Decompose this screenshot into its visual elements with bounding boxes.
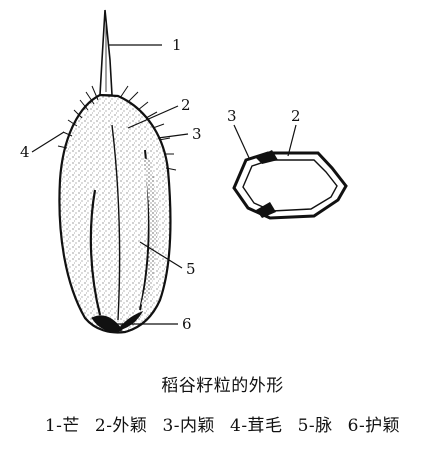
hairs (57, 85, 177, 171)
legend-item: 5-脉 (297, 416, 333, 436)
figure-legend: 1-芒 2-外颖 3-内颖 4-茸毛 5-脉 6-护颖 (0, 416, 445, 436)
label-2-grain: 2 (181, 96, 191, 114)
vein-mid (111, 124, 121, 321)
label-3-grain: 3 (192, 125, 202, 143)
figure-caption: 稻谷籽粒的外形 (161, 376, 284, 396)
legend-item: 3-内颖 (162, 416, 215, 436)
label-2-section: 2 (291, 107, 301, 125)
husk-body (58, 93, 172, 334)
vein-left (89, 189, 102, 316)
cross-section-inner (242, 159, 338, 212)
label-5: 5 (186, 260, 196, 278)
legend-item: 6-护颖 (347, 416, 401, 436)
label-6: 6 (182, 315, 192, 333)
label-3-section: 3 (227, 107, 237, 125)
grain-side-view (31, 9, 189, 334)
label-4: 4 (20, 143, 30, 161)
label-1: 1 (172, 36, 182, 54)
sterile-lemma (91, 315, 123, 332)
grain-cross-section (232, 124, 348, 220)
legend-item: 2-外颖 (94, 416, 148, 436)
legend-item: 1-芒 (44, 416, 80, 436)
legend-item: 4-茸毛 (230, 416, 283, 436)
